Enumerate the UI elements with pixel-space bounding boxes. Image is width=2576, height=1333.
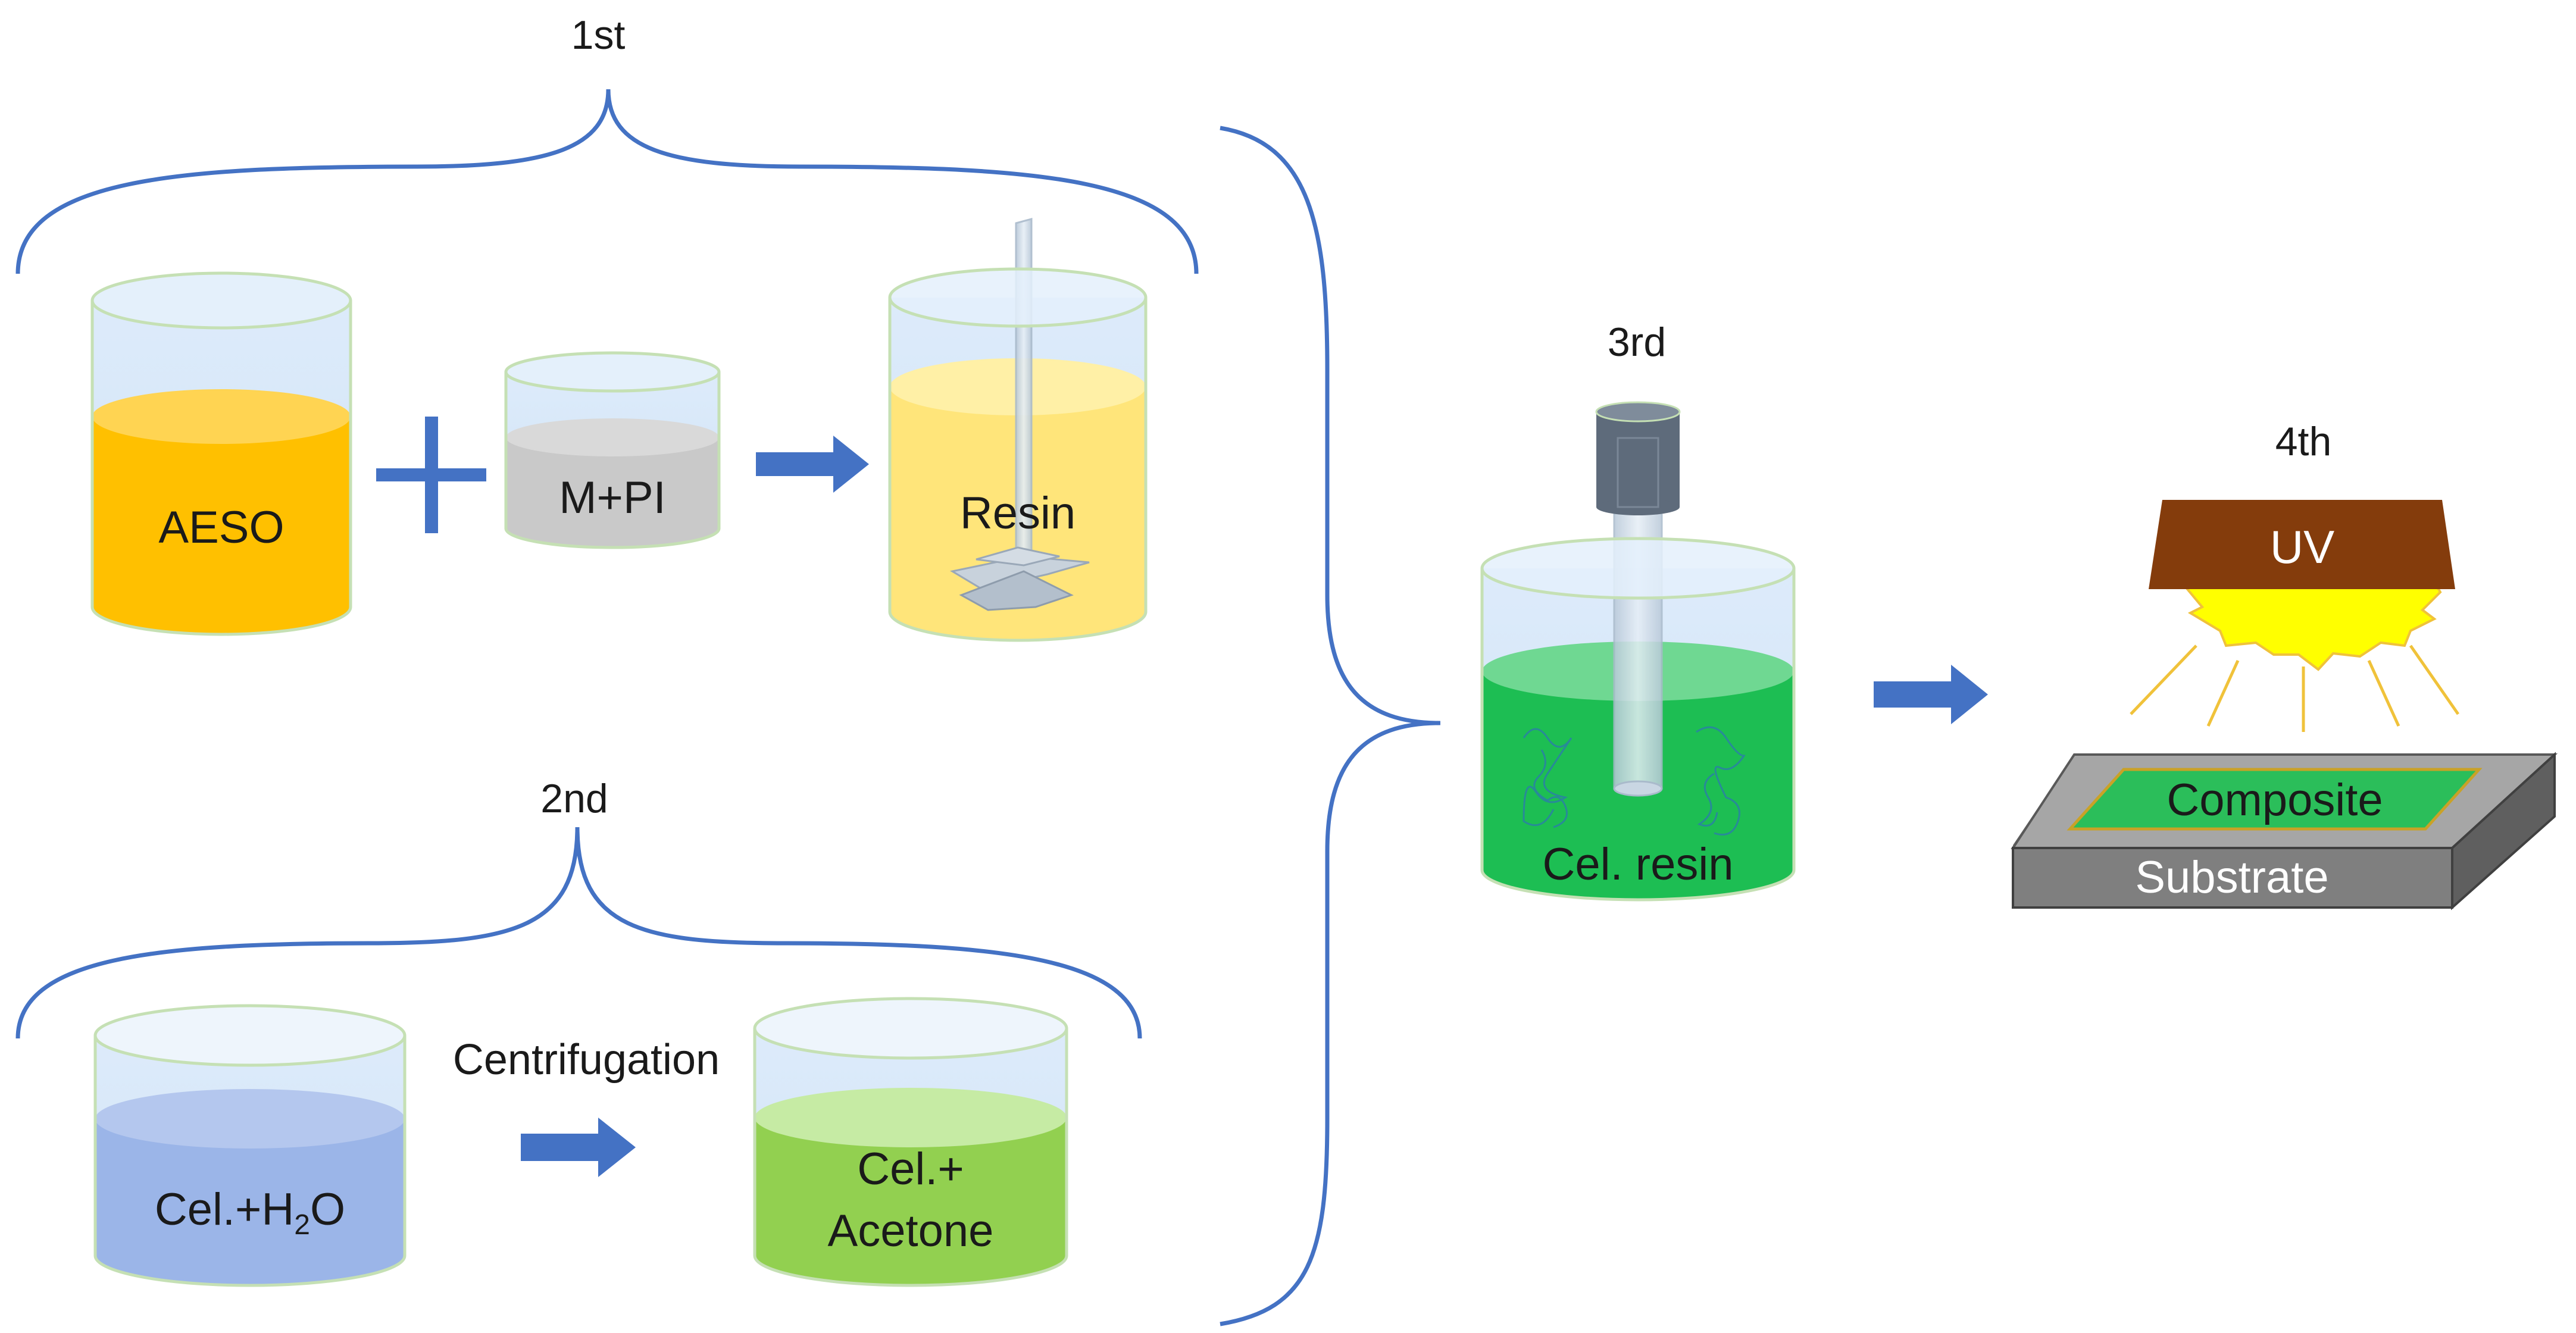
beaker-cel-resin: Cel. resin <box>1480 401 1796 902</box>
brace-combine <box>1220 126 1441 1326</box>
uv-lamp <box>2149 500 2455 589</box>
label-aeso: AESO <box>158 502 284 553</box>
label-mpi: M+PI <box>559 473 666 523</box>
label-cel-acetone-1: Cel.+ <box>857 1144 964 1194</box>
beaker-resin: Resin <box>888 218 1148 642</box>
uv-rays-icon <box>2130 644 2460 732</box>
composite-film <box>2067 768 2483 831</box>
label-cel-resin: Cel. resin <box>1543 839 1734 890</box>
label-cel-acetone-2: Acetone <box>828 1206 994 1256</box>
step-label-2nd: 2nd <box>540 776 608 821</box>
beaker-aeso: AESO <box>90 271 352 636</box>
uv-curing-setup: UV Substrate Composite <box>2011 500 2558 910</box>
beaker-cel-acetone: Cel.+ Acetone <box>753 997 1068 1287</box>
brace-2nd <box>15 827 1142 1039</box>
step-label-3rd: 3rd <box>1608 320 1666 365</box>
label-substrate: Substrate <box>2135 852 2328 903</box>
uv-light-icon <box>2178 581 2442 671</box>
label-uv: UV <box>2270 521 2334 573</box>
label-centrifugation: Centrifugation <box>453 1036 720 1084</box>
label-cel-water: Cel.+H2O <box>155 1184 345 1241</box>
step-label-1st: 1st <box>571 12 626 58</box>
brace-1st <box>15 89 1199 274</box>
arrow-to-curing <box>1874 665 1988 724</box>
beaker-cel-water: Cel.+H2O <box>93 1004 407 1287</box>
label-composite: Composite <box>2167 775 2383 825</box>
label-resin: Resin <box>960 488 1076 539</box>
beaker-mpi: M+PI <box>504 351 721 549</box>
step-label-4th: 4th <box>2275 419 2332 464</box>
arrow-to-resin <box>756 436 869 493</box>
arrow-centrifugation <box>521 1118 636 1177</box>
plus-icon <box>376 417 486 533</box>
cellulose-fiber-icon <box>1523 726 1746 836</box>
